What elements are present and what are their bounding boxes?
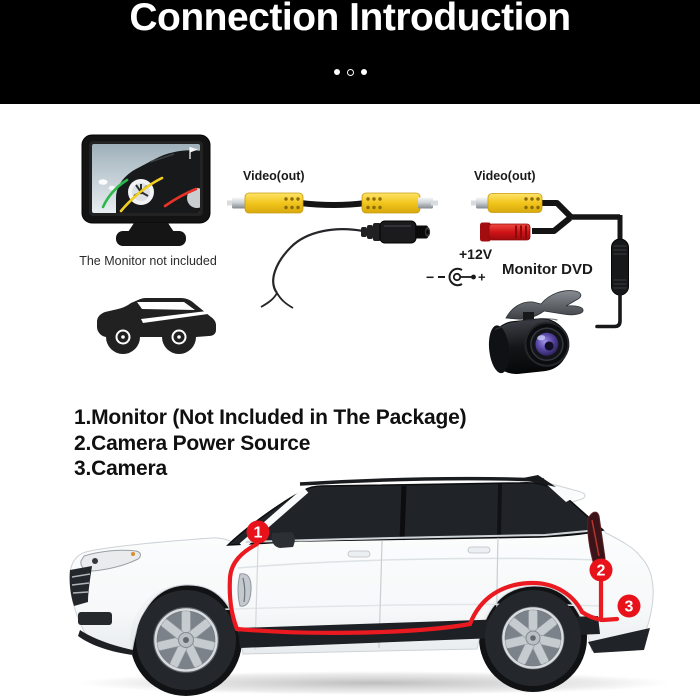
inline-cable-capsule	[611, 238, 629, 296]
backup-camera-illustration	[488, 290, 584, 374]
legend-item-monitor: 1.Monitor (Not Included in The Package)	[74, 406, 467, 429]
monitor-screen-image	[98, 147, 200, 213]
polarity-plus-sign: +	[478, 270, 486, 285]
marker-2-number: 2	[597, 563, 606, 580]
monitor-illustration	[81, 134, 211, 246]
monitor-caption: The Monitor not included	[79, 254, 217, 268]
rca-video-cable	[227, 192, 438, 214]
right-video-out-label: Video(out)	[474, 169, 536, 183]
power-voltage-label: +12V	[459, 246, 493, 262]
legend-item-power: 2.Camera Power Source	[74, 431, 311, 455]
cable-routing-trace	[227, 541, 620, 635]
dc-power-plug	[260, 220, 431, 309]
page-title: Connection Introduction	[129, 0, 571, 39]
car-silhouette-icon	[97, 298, 216, 354]
carousel-dot-3[interactable]	[360, 69, 367, 75]
suv-icon-front-wheel	[111, 325, 135, 349]
dc-polarity-icon: − +	[426, 267, 486, 287]
monitor-dvd-label: Monitor DVD	[502, 261, 593, 278]
rca-video-plug	[471, 193, 543, 213]
front-wheel	[136, 590, 236, 690]
power-plug-red	[480, 222, 531, 242]
carousel-dot-2[interactable]	[346, 69, 354, 76]
carousel-indicator	[0, 69, 700, 76]
header-bar: Connection Introduction	[0, 0, 700, 104]
car-side-view: 1 2 3	[69, 475, 673, 696]
marker-2: 2	[589, 558, 613, 582]
marker-3: 3	[617, 594, 641, 618]
marker-1-number: 1	[254, 525, 263, 542]
marker-3-number: 3	[625, 599, 634, 616]
parts-legend: 1.Monitor (Not Included in The Package) …	[74, 405, 467, 482]
camera-y-cable	[471, 193, 629, 329]
polarity-minus-sign: −	[426, 269, 434, 285]
legend-item-camera: 3.Camera	[74, 457, 167, 480]
carousel-dot-1[interactable]	[333, 69, 340, 75]
left-video-out-label: Video(out)	[243, 169, 305, 183]
rear-wheel	[485, 590, 581, 686]
marker-1: 1	[246, 520, 270, 544]
suv-icon-rear-wheel	[167, 325, 191, 349]
